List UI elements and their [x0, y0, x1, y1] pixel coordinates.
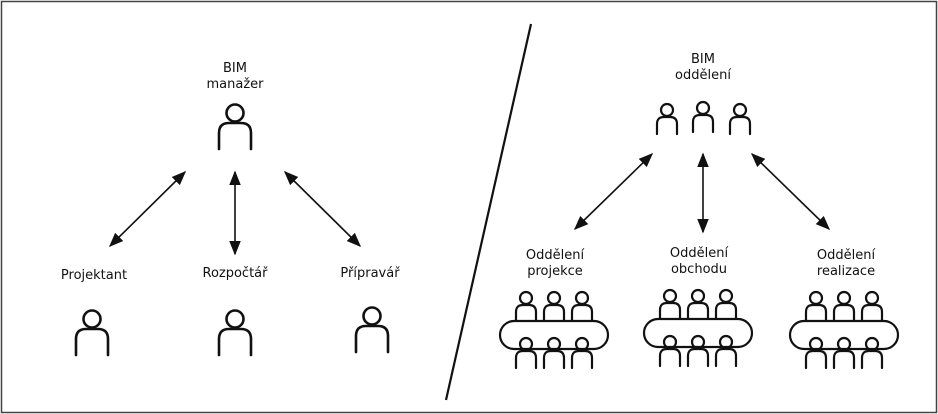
role-label-rozpoctar: Rozpočtář	[202, 266, 268, 281]
team-table-icon	[644, 290, 752, 366]
team-table-icon	[790, 292, 898, 368]
double-arrow-icon	[573, 152, 654, 231]
department-label-obchodu: Oddělení obchodu	[670, 246, 728, 278]
divider-line	[444, 23, 533, 401]
role-label-pripravar: Přípravář	[340, 266, 400, 281]
team-table-icon	[500, 292, 608, 368]
department-label-line1: Oddělení	[525, 248, 585, 263]
projektant-person-icon	[74, 309, 110, 357]
group-icon	[655, 100, 752, 136]
bim-manager-label: BIM manažer	[206, 61, 263, 93]
double-arrow-icon	[108, 170, 187, 248]
department-label-line2: realizace	[816, 264, 876, 279]
bim-department-label-line2: oddělení	[675, 68, 731, 83]
department-label-line1: Oddělení	[816, 248, 876, 263]
bim-manager-label-line2: manažer	[206, 77, 264, 92]
department-label-line1: Oddělení	[669, 246, 729, 261]
department-label-line2: projekce	[527, 264, 583, 279]
department-label-line2: obchodu	[670, 262, 728, 277]
rozpoctar-person-icon	[217, 309, 253, 357]
department-label-realizace: Oddělení realizace	[817, 248, 875, 280]
double-arrow-icon	[750, 152, 831, 231]
double-arrow-icon	[283, 170, 362, 248]
bim-manager-label-line1: BIM	[223, 61, 247, 76]
bim-department-label: BIM oddělení	[675, 52, 731, 84]
pripravar-person-icon	[354, 306, 390, 354]
department-label-projekce: Oddělení projekce	[526, 248, 584, 280]
role-label-projektant: Projektant	[60, 268, 128, 283]
bim-manager-person-icon	[217, 103, 253, 151]
bim-department-label-line1: BIM	[691, 52, 715, 67]
